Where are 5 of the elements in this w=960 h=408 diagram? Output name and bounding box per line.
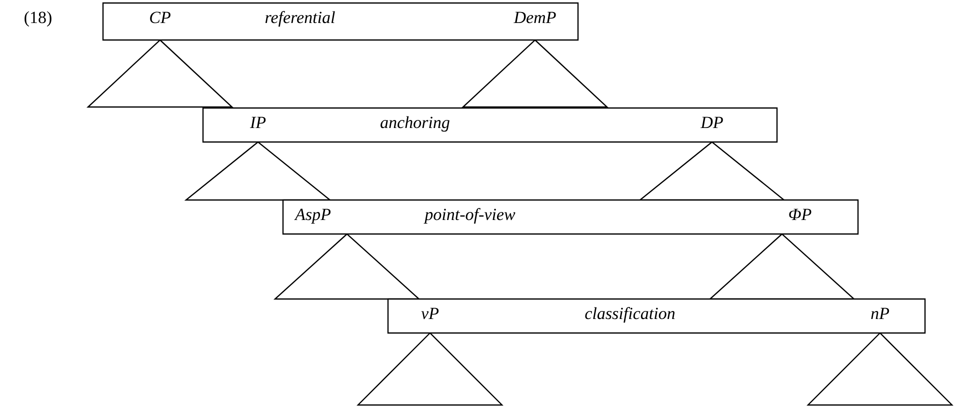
label-band: CP referential DemP [102,2,579,41]
label-band: IP anchoring DP [202,107,778,143]
label-band: vP classification nP [387,298,926,334]
example-number: (18) [24,11,52,27]
label-band: AspP point-of-view ΦP [282,199,859,235]
